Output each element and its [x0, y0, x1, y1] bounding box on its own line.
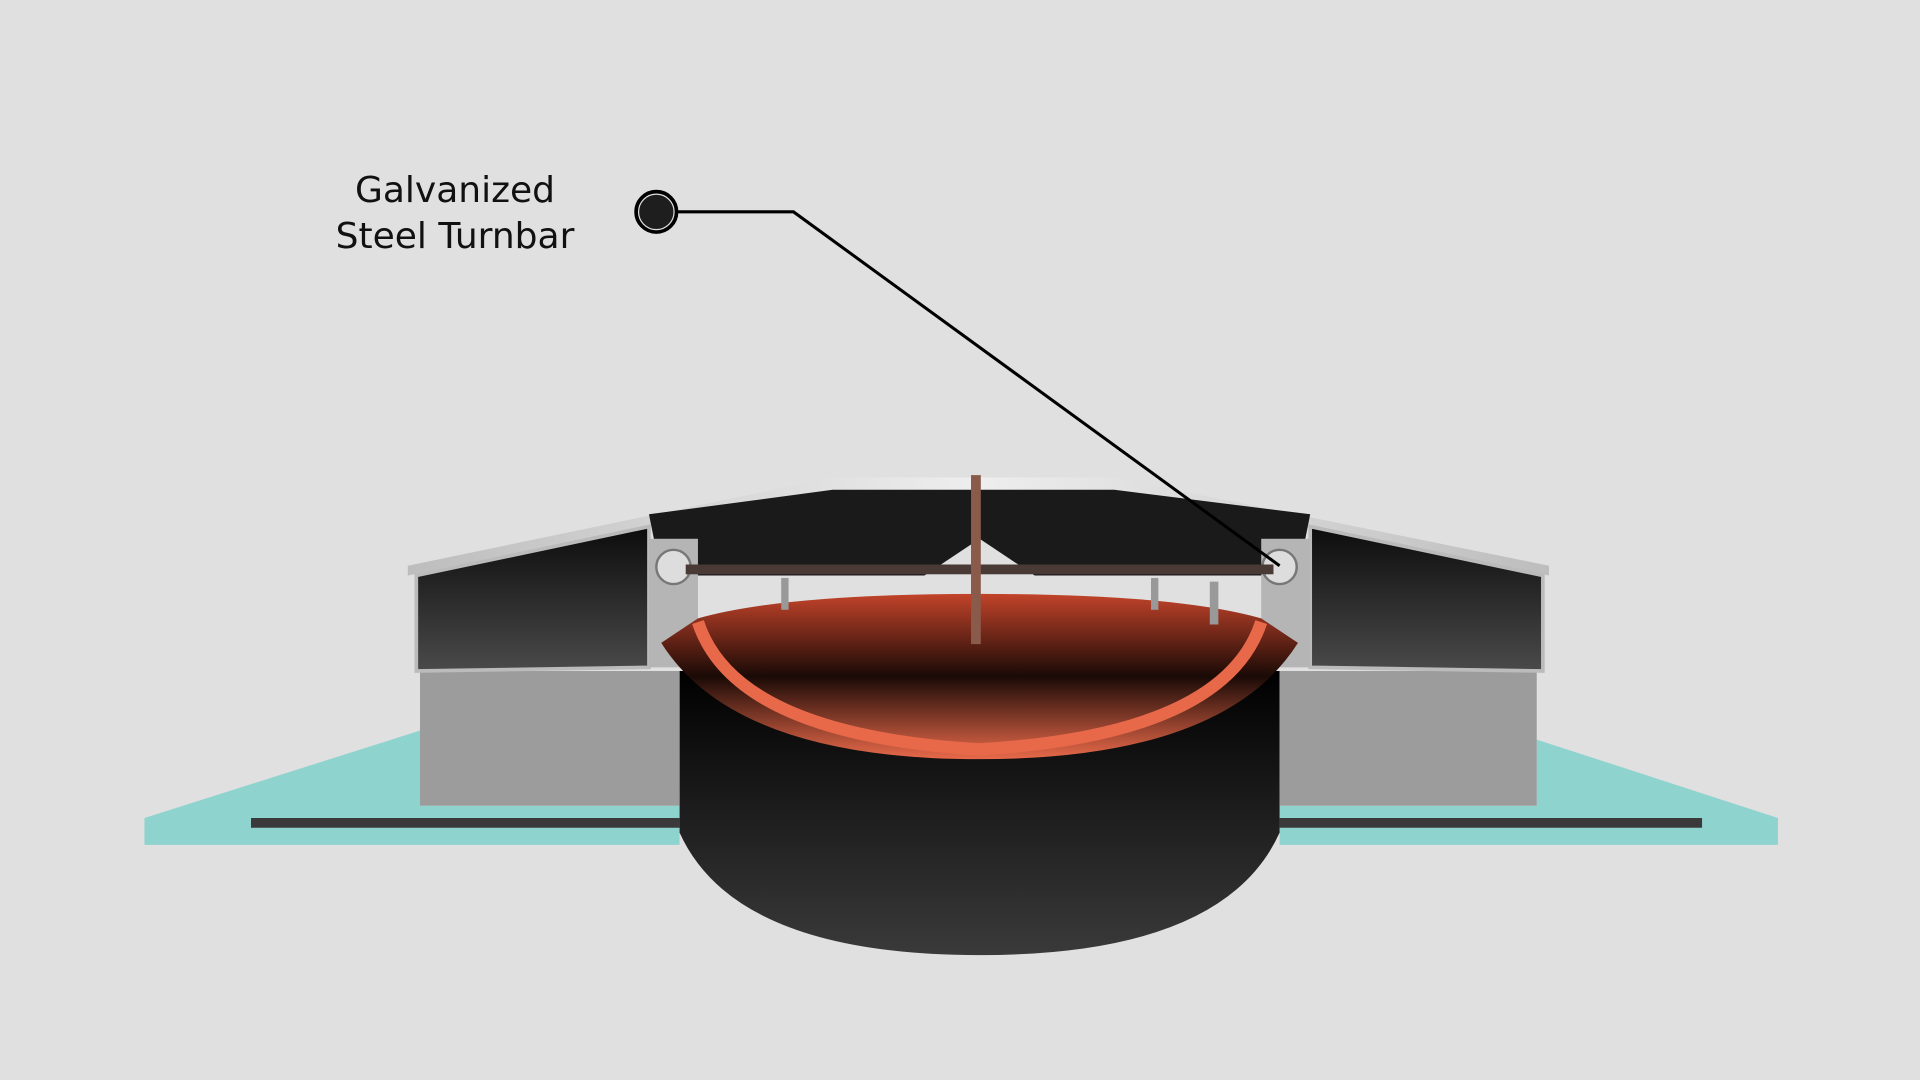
- base-plate-left: [144, 729, 680, 845]
- concrete-block-left: [420, 671, 680, 806]
- callout-label: Galvanized Steel Turnbar: [300, 168, 610, 260]
- concrete-block-right: [1279, 671, 1537, 806]
- callout-leader-line: [675, 210, 1281, 567]
- callout-marker-icon: [636, 192, 676, 232]
- callout-label-line2: Steel Turnbar: [335, 216, 575, 257]
- base-plate-right: [1279, 739, 1778, 845]
- callout-label-line1: Galvanized: [354, 170, 556, 211]
- cover-plate: [407, 477, 1549, 576]
- center-rod: [971, 475, 981, 645]
